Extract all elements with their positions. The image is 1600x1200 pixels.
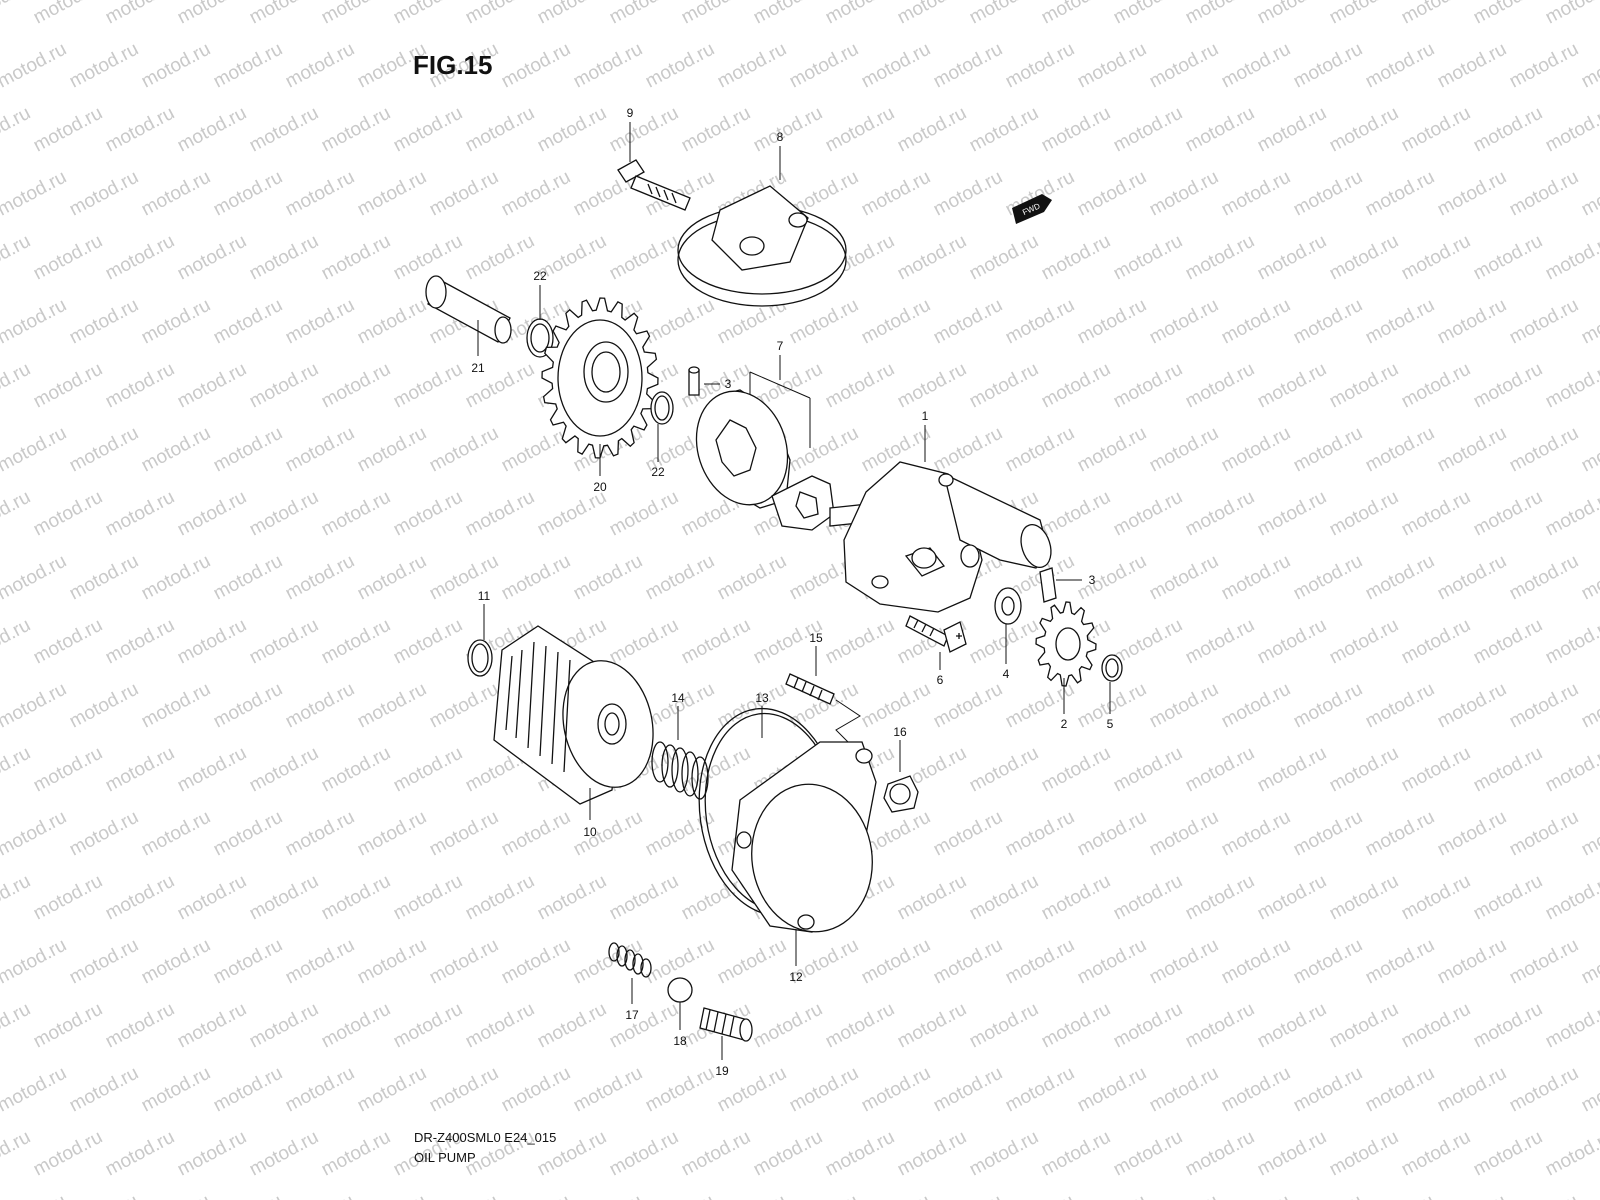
callout-13: 13 xyxy=(755,691,769,705)
callout-6: 6 xyxy=(937,673,944,687)
part-4-washer[interactable]: 4 xyxy=(994,587,1022,681)
callout-16: 16 xyxy=(893,725,907,739)
model-code: DR-Z400SML0 E24_015 xyxy=(414,1130,557,1145)
part-1-oil-pump-body[interactable]: 1 xyxy=(829,409,1056,613)
part-3-dowel-pin-upper[interactable]: 3 xyxy=(688,366,732,396)
part-15-stud[interactable]: 15 xyxy=(785,631,861,745)
part-11-o-ring[interactable]: 11 xyxy=(467,589,493,677)
part-8-pump-cover-cap[interactable]: 8 xyxy=(677,130,847,307)
fwd-direction-arrow: FWD xyxy=(1012,194,1052,224)
callout-3-upper: 3 xyxy=(725,377,732,391)
part-20-driven-gear[interactable]: 20 xyxy=(541,297,659,494)
callout-9: 9 xyxy=(627,106,634,120)
callout-7: 7 xyxy=(777,339,784,353)
part-12-filter-cover[interactable]: 12 xyxy=(731,741,882,984)
part-7-rotor-set[interactable]: 7 xyxy=(682,339,835,531)
callout-5: 5 xyxy=(1107,717,1114,731)
callout-20: 20 xyxy=(593,480,607,494)
part-10-oil-filter[interactable]: 10 xyxy=(493,625,664,839)
callout-3-lower: 3 xyxy=(1089,573,1096,587)
callout-1: 1 xyxy=(922,409,929,423)
part-21-shaft[interactable]: 21 xyxy=(425,275,512,375)
callout-10: 10 xyxy=(583,825,597,839)
callout-12: 12 xyxy=(789,970,803,984)
part-14-spring[interactable]: 14 xyxy=(651,691,709,800)
section-name: OIL PUMP xyxy=(414,1150,476,1165)
callout-2: 2 xyxy=(1061,717,1068,731)
callout-22-upper: 22 xyxy=(533,269,547,283)
callout-4: 4 xyxy=(1003,667,1010,681)
callout-14: 14 xyxy=(671,691,685,705)
callout-21: 21 xyxy=(471,361,485,375)
part-3-dowel-pin-lower[interactable]: 3 xyxy=(1039,567,1096,603)
part-2-drive-gear[interactable]: 2 xyxy=(1035,601,1097,731)
part-22-circlip-lower[interactable]: 22 xyxy=(650,391,674,479)
part-5-circlip[interactable]: 5 xyxy=(1101,654,1123,731)
part-17-relief-spring[interactable]: 17 xyxy=(608,942,652,1022)
callout-22-lower: 22 xyxy=(651,465,665,479)
callout-15: 15 xyxy=(809,631,823,645)
callout-8: 8 xyxy=(777,130,784,144)
figure-title: FIG.15 xyxy=(413,50,493,80)
part-6-screw[interactable]: 6 xyxy=(905,615,967,687)
part-18-relief-ball[interactable]: 18 xyxy=(667,977,693,1048)
part-9-bolt[interactable]: 9 xyxy=(617,106,691,211)
callout-18: 18 xyxy=(673,1034,687,1048)
callout-17: 17 xyxy=(625,1008,639,1022)
part-19-relief-plug[interactable]: 19 xyxy=(699,1007,753,1078)
part-22-circlip-upper[interactable]: 22 xyxy=(526,269,554,358)
part-16-cap-nut[interactable]: 16 xyxy=(883,725,919,813)
callout-11: 11 xyxy=(478,589,491,603)
callout-19: 19 xyxy=(715,1064,729,1078)
